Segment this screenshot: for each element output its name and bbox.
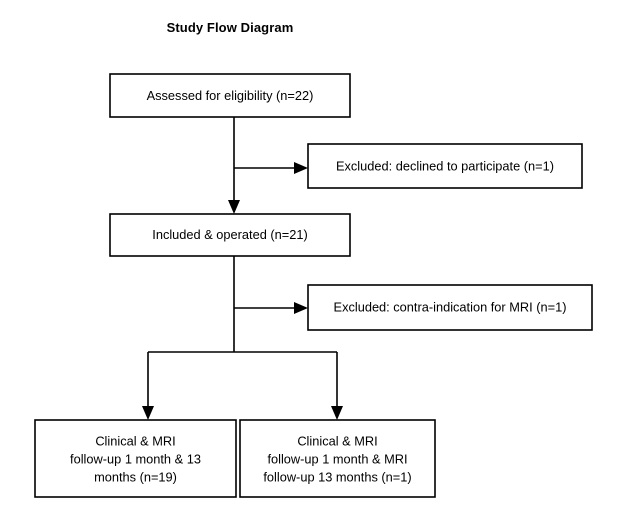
node-followup-left-line-3: months (n=19) [94,469,177,484]
node-followup-left-line-1: Clinical & MRI [95,433,175,448]
connector-assessed-to-excluded-declined [234,162,308,174]
arrowhead-right-excluded-mri [294,302,308,314]
node-excluded-contraindication-mri: Excluded: contra-indication for MRI (n=1… [307,284,593,331]
node-excluded-declined: Excluded: declined to participate (n=1) [307,143,583,189]
connector-included-to-excluded-mri [234,302,308,314]
node-followup-right-line-1: Clinical & MRI [297,433,377,448]
node-assessed-for-eligibility: Assessed for eligibility (n=22) [109,73,351,118]
node-excluded-declined-label: Excluded: declined to participate (n=1) [336,158,554,173]
connector-split-bar [142,351,343,420]
arrowhead-down-included [228,200,240,214]
node-assessed-label: Assessed for eligibility (n=22) [147,88,314,103]
arrowhead-down-followup-right [331,406,343,420]
node-followup-right-line-2: follow-up 1 month & MRI [267,451,407,466]
node-followup-left: Clinical & MRI follow-up 1 month & 13 mo… [34,419,237,498]
node-followup-left-line-2: follow-up 1 month & 13 [70,451,201,466]
page-title: Study Flow Diagram [166,20,294,35]
node-included-label: Included & operated (n=21) [152,227,307,242]
node-included-operated: Included & operated (n=21) [109,213,351,257]
arrowhead-right-excluded-declined [294,162,308,174]
connector-assessed-to-included [228,117,240,214]
arrowhead-down-followup-left [142,406,154,420]
node-followup-right-line-3: follow-up 13 months (n=1) [263,469,411,484]
node-excluded-mri-label: Excluded: contra-indication for MRI (n=1… [334,299,567,314]
node-followup-right: Clinical & MRI follow-up 1 month & MRI f… [239,419,436,498]
